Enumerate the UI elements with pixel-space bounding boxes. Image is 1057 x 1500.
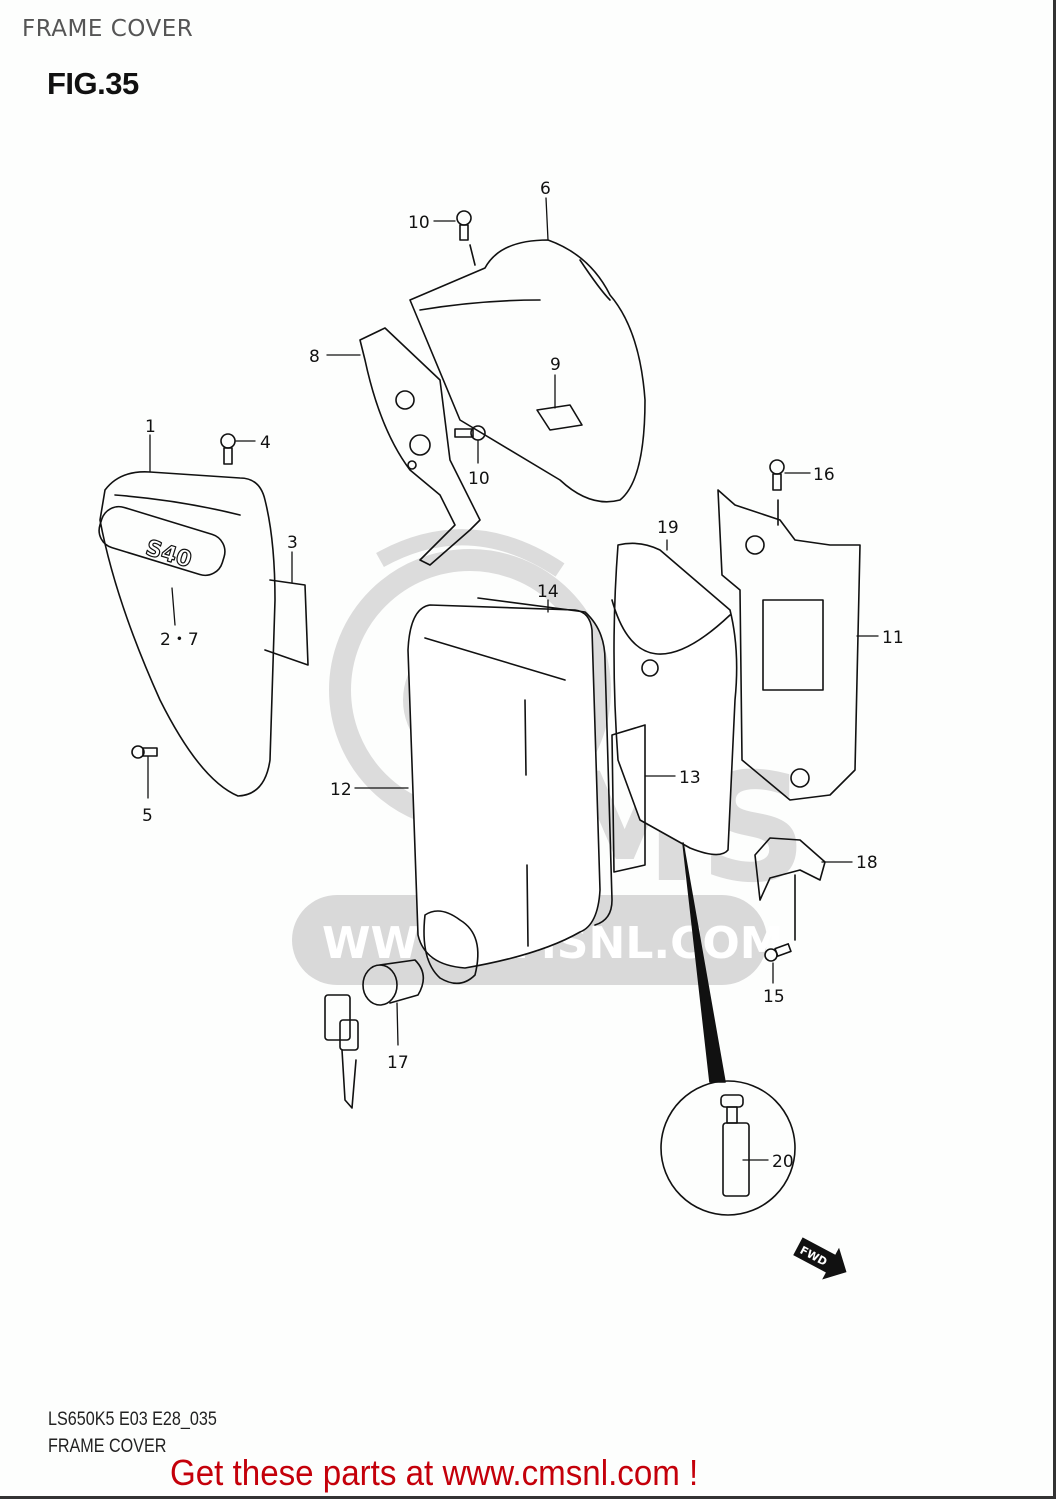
part-12-tool-box <box>407 604 601 969</box>
callout-16: 16 <box>813 465 835 485</box>
callout-17: 17 <box>387 1053 409 1073</box>
part-15-screw <box>764 874 796 962</box>
part-5-screw <box>131 745 158 759</box>
part-9-clip <box>536 404 583 431</box>
part-8-bracket <box>359 327 481 566</box>
part-10-screw-upper <box>456 210 476 266</box>
diagram-name: FRAME COVER <box>48 1436 167 1457</box>
part-11-bracket <box>717 489 861 801</box>
callout-2-7: 2・7 <box>160 630 199 650</box>
callout-14: 14 <box>537 582 559 602</box>
callout-9: 9 <box>550 355 561 375</box>
diagram-code: LS650K5 E03 E28_035 <box>48 1409 217 1430</box>
callout-20: 20 <box>772 1152 794 1172</box>
part-17-key-lock <box>324 959 425 1109</box>
callout-4: 4 <box>260 433 271 453</box>
callout-6: 6 <box>540 179 551 199</box>
promo-link[interactable]: Get these parts at www.cmsnl.com ! <box>170 1452 699 1493</box>
part-20-detail-circle <box>660 1080 796 1216</box>
callout-11: 11 <box>882 628 904 648</box>
callout-15: 15 <box>763 987 785 1007</box>
lock-housing <box>423 910 479 985</box>
callout-19: 19 <box>657 518 679 538</box>
part-1-side-cover <box>98 471 276 797</box>
callout-labels: 1 2・7 3 4 5 6 8 9 10 10 11 12 13 14 15 1… <box>142 179 904 1172</box>
callout-10-lower: 10 <box>468 469 490 489</box>
part-18-clip <box>754 837 826 901</box>
part-6-frame-cover-upper <box>409 239 646 503</box>
forward-arrow-icon: FWD <box>793 1237 847 1280</box>
section-title: FRAME COVER <box>22 16 194 42</box>
callout-18: 18 <box>856 853 878 873</box>
part-16-screw <box>769 459 785 526</box>
callout-12: 12 <box>330 780 352 800</box>
part-4-screw <box>220 433 236 465</box>
figure-title: FIG.35 <box>47 66 139 101</box>
part-3-pad <box>264 579 309 666</box>
callout-3: 3 <box>287 533 298 553</box>
s40-emblem: S40 <box>143 536 195 573</box>
part-14-seal <box>477 597 613 926</box>
leader-lines <box>147 197 879 1161</box>
callout-1: 1 <box>145 417 156 437</box>
callout-8: 8 <box>309 347 320 367</box>
part-13-pad <box>611 724 646 873</box>
callout-10-upper: 10 <box>408 213 430 233</box>
callout-5: 5 <box>142 806 153 826</box>
callout-13: 13 <box>679 768 701 788</box>
